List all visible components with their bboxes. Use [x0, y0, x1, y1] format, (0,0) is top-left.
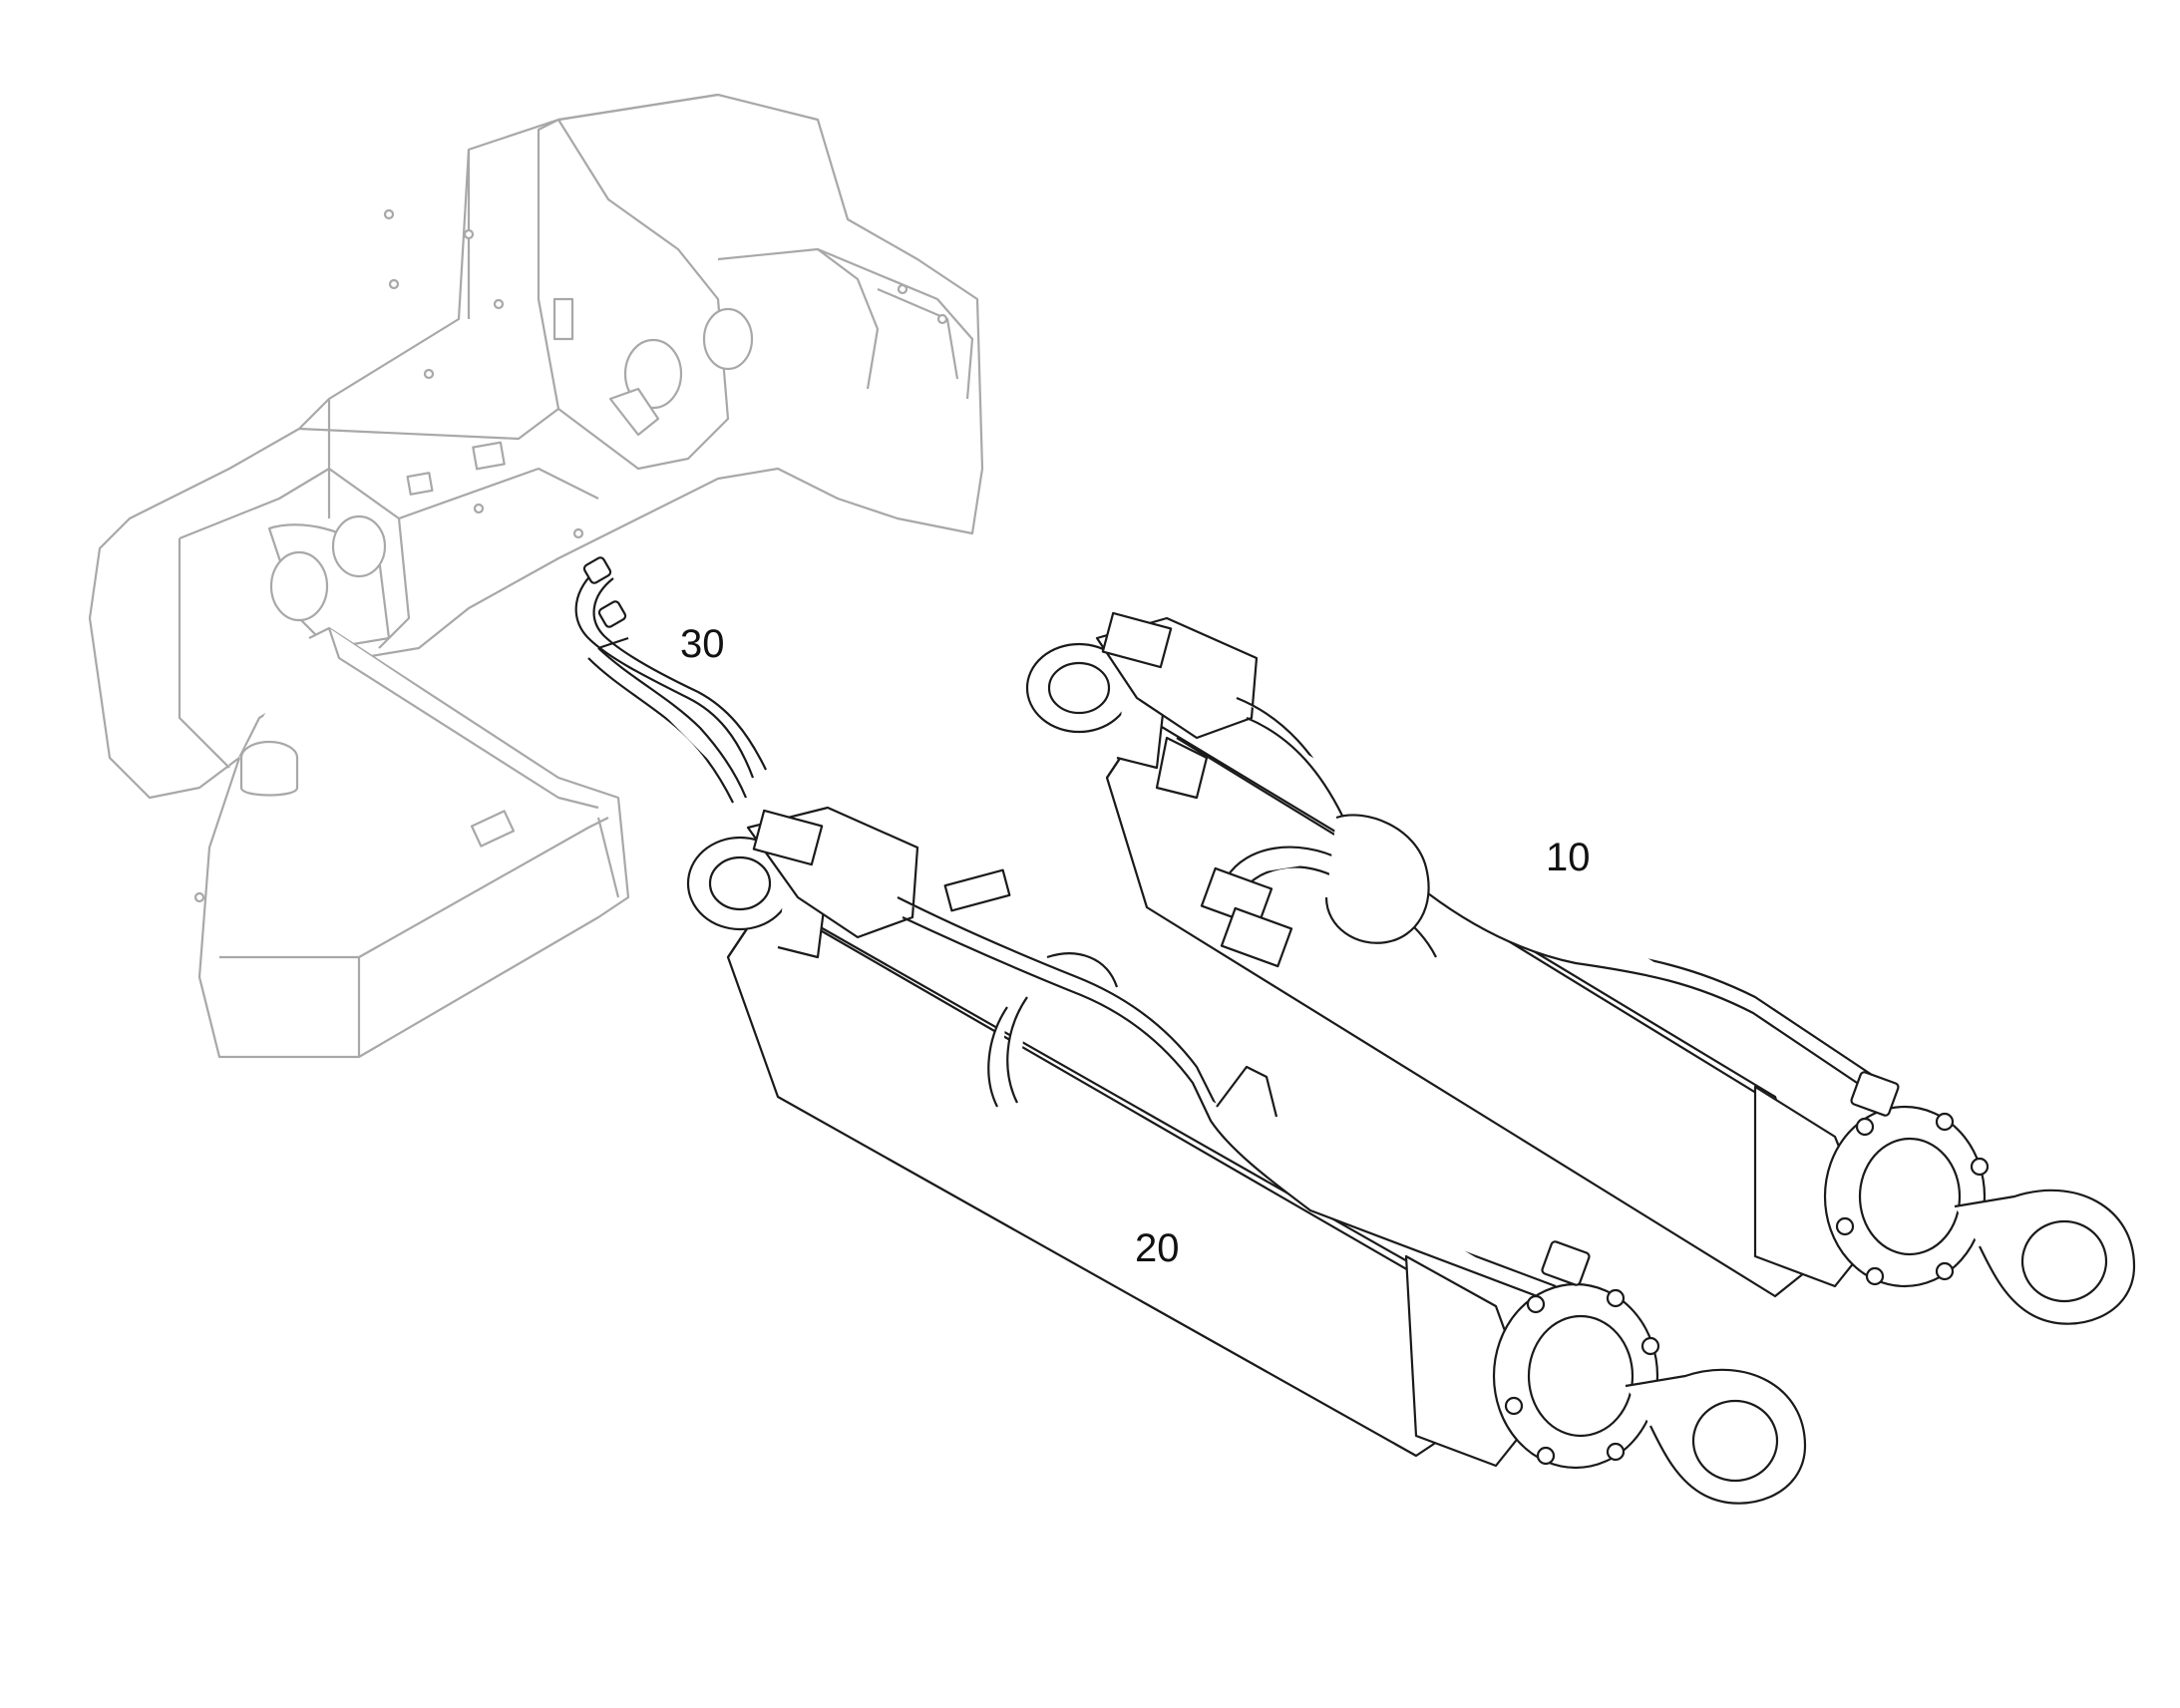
machine-frame	[88, 93, 984, 1059]
cylinder-10	[1025, 611, 2136, 1325]
callout-item-20: 20	[1135, 1226, 1180, 1270]
callout-item-30: 30	[680, 622, 725, 666]
hose-assembly	[574, 556, 767, 804]
callout-item-10: 10	[1546, 836, 1591, 879]
cylinder-20	[686, 806, 1807, 1505]
